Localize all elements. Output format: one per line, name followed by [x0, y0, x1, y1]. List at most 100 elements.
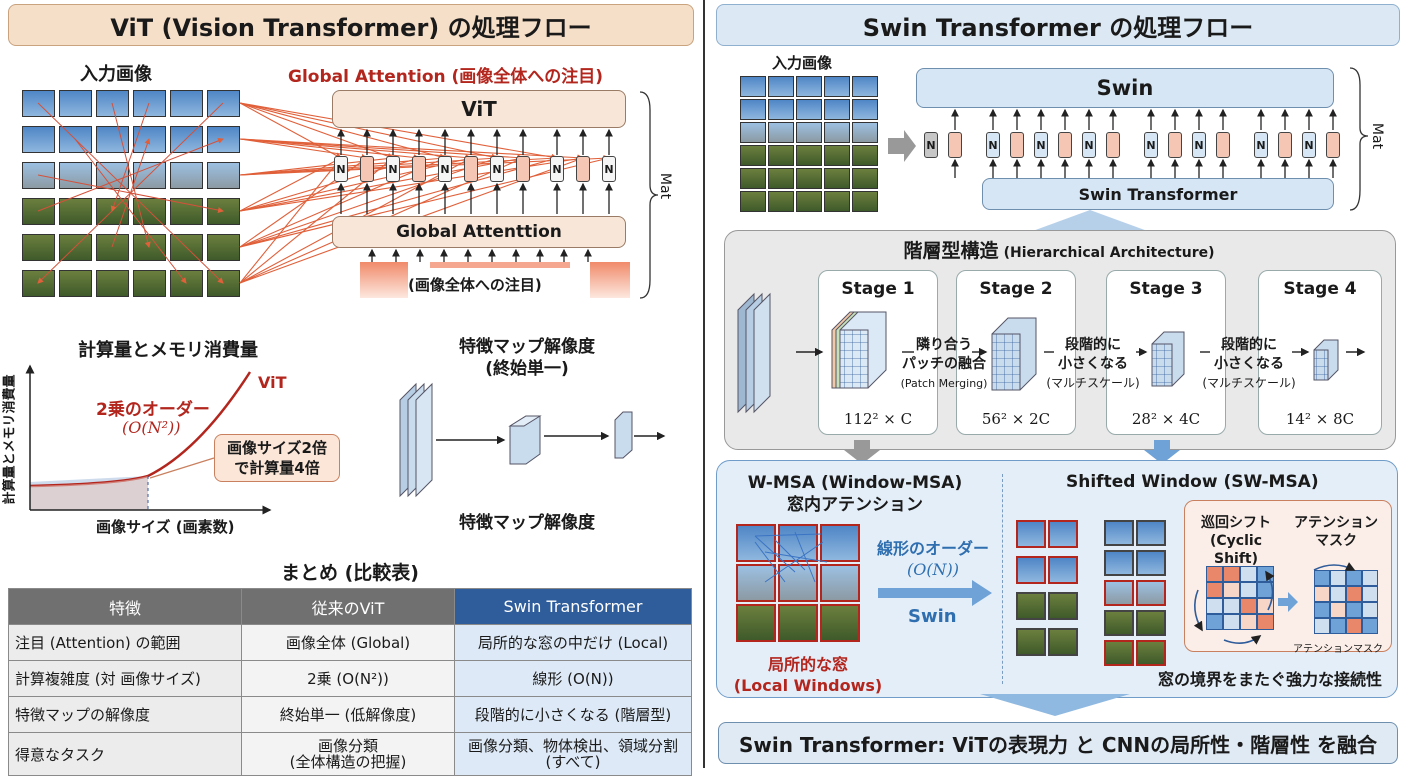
- vit-input-label: 入力画像: [80, 64, 152, 85]
- single-resolution-feature-maps: [399, 382, 666, 498]
- cyclic-cell: [1223, 614, 1240, 630]
- featmap-title: 特徴マップ解像度 (終始単一): [432, 336, 622, 380]
- shifted-window: [1048, 556, 1078, 584]
- image-patch: [768, 76, 794, 97]
- table-cell: 段階的に小さくなる (階層型): [454, 696, 692, 733]
- cyclic-cell: [1206, 582, 1223, 598]
- boundary-label: 窓の境界をまたぐ強力な接続性: [1158, 670, 1383, 689]
- patch-token: [576, 156, 590, 182]
- swin-input-label: 入力画像: [772, 54, 833, 72]
- merge-line-1: 隣り合う: [916, 337, 972, 353]
- mask-line-2: マスク: [1315, 533, 1357, 549]
- patch-token: [516, 156, 530, 182]
- down-line-2: 小さくなる: [1058, 356, 1128, 372]
- stage-title: Stage 2: [979, 279, 1053, 299]
- swin-side-label: Mat: [1369, 122, 1386, 150]
- image-patch: [207, 234, 240, 261]
- table-cell: 画像分類 (全体構造の把握): [241, 732, 455, 776]
- image-patch: [852, 99, 878, 120]
- normalization-token: N: [490, 156, 504, 182]
- attention-link: [239, 156, 559, 248]
- hier-connector: [1030, 210, 1150, 232]
- cyclic-cell: [1206, 598, 1223, 614]
- patch-token: [1010, 132, 1024, 158]
- vit-side-label: Mat: [657, 172, 674, 200]
- merge-line-3: (Patch Merging): [900, 377, 988, 390]
- image-patch: [796, 191, 822, 212]
- normalization-token: N: [1302, 132, 1316, 158]
- vit-box: ViT: [332, 90, 626, 128]
- mask-cell: [1362, 570, 1378, 586]
- shifted-window: [1136, 520, 1166, 546]
- image-patch: [59, 90, 92, 117]
- down-line-1: 段階的に: [1221, 337, 1277, 353]
- hier-title-row: 階層型構造 (Hierarchical Architecture): [724, 236, 1394, 263]
- attention-link: [239, 138, 369, 161]
- section-separator: [1002, 474, 1003, 684]
- linear-formula: (O(N)): [906, 560, 960, 579]
- attention-link: [37, 138, 224, 212]
- normalization-token: N: [1192, 132, 1206, 158]
- image-patch: [768, 191, 794, 212]
- image-patch: [768, 168, 794, 189]
- down-line-3: (マルチスケール): [1046, 376, 1140, 390]
- summary-title: まとめ (比較表): [281, 562, 419, 584]
- table-row: 得意なタスク 画像分類 (全体構造の把握) 画像分類、物体検出、領域分割 (すべ…: [8, 732, 692, 776]
- image-patch: [133, 162, 166, 189]
- wmsa-local-links: [754, 531, 828, 583]
- table-cell: 画像全体 (Global): [241, 624, 455, 661]
- local-window: [778, 564, 818, 602]
- cyclic-cell: [1257, 614, 1274, 630]
- mask-small-label: アテンションマスク: [1293, 644, 1383, 655]
- cyclic-cell: [1240, 614, 1257, 630]
- image-patch: [740, 122, 766, 143]
- image-patch: [740, 76, 766, 97]
- featmap-title-line1: 特徴マップ解像度: [459, 337, 595, 357]
- image-patch: [207, 162, 240, 189]
- vit-bottom-note: (画像全体への注目): [408, 276, 542, 294]
- image-patch: [170, 90, 203, 117]
- shifted-window: [1104, 580, 1134, 606]
- table-header: 特徴: [8, 588, 242, 625]
- normalization-token: N: [986, 132, 1000, 158]
- cyclic-arrows: [1193, 562, 1356, 645]
- shifted-window: [1048, 628, 1078, 656]
- local-windows-label: 局所的な窓 (Local Windows): [728, 654, 888, 696]
- attention-link: [239, 156, 499, 248]
- swin-box: Swin: [916, 68, 1334, 108]
- mask-cell: [1314, 570, 1330, 586]
- shifted-window: [1136, 640, 1166, 666]
- mask-cell: [1330, 618, 1346, 634]
- attention-link: [239, 138, 585, 161]
- image-patch: [796, 145, 822, 166]
- vit-curve-label: ViT: [258, 373, 287, 392]
- image-patch: [768, 99, 794, 120]
- linear-order-label: 線形のオーダー (O(N)): [872, 538, 994, 580]
- mask-cell: [1346, 618, 1362, 634]
- down-line-1: 段階的に: [1065, 337, 1121, 353]
- linear-arrow: [878, 580, 992, 606]
- shifted-window: [1136, 550, 1166, 576]
- swin-arrow-label: Swin: [908, 606, 957, 627]
- down-line-3: (マルチスケール): [1202, 376, 1296, 390]
- global-attention-box: Global Attenttion: [332, 216, 626, 248]
- table-cell: 2乗 (O(N²)): [241, 660, 455, 697]
- mask-cell: [1346, 602, 1362, 618]
- hier-subtitle: (Hierarchical Architecture): [1003, 245, 1215, 261]
- table-header: 従来のViT: [241, 588, 455, 625]
- comparison-table: 特徴 従来のViT Swin Transformer 注目 (Attention…: [8, 588, 692, 776]
- image-patch: [852, 76, 878, 97]
- image-patch: [59, 270, 92, 297]
- stage-diagrams: [737, 292, 1366, 414]
- cyclic-cell: [1223, 566, 1240, 582]
- swin-transformer-box: Swin Transformer: [982, 178, 1334, 210]
- attention-link: [111, 138, 151, 248]
- image-patch: [740, 99, 766, 120]
- normalization-token: N: [386, 156, 400, 182]
- shifted-window: [1048, 520, 1078, 548]
- linear-line-1: 線形のオーダー: [876, 539, 989, 558]
- wmsa-subtitle: 窓内アテンション: [787, 495, 923, 515]
- patch-token: [1278, 132, 1292, 158]
- downscale-note: 段階的に 小さくなる (マルチスケール): [1196, 336, 1302, 393]
- shifted-window: [1104, 640, 1134, 666]
